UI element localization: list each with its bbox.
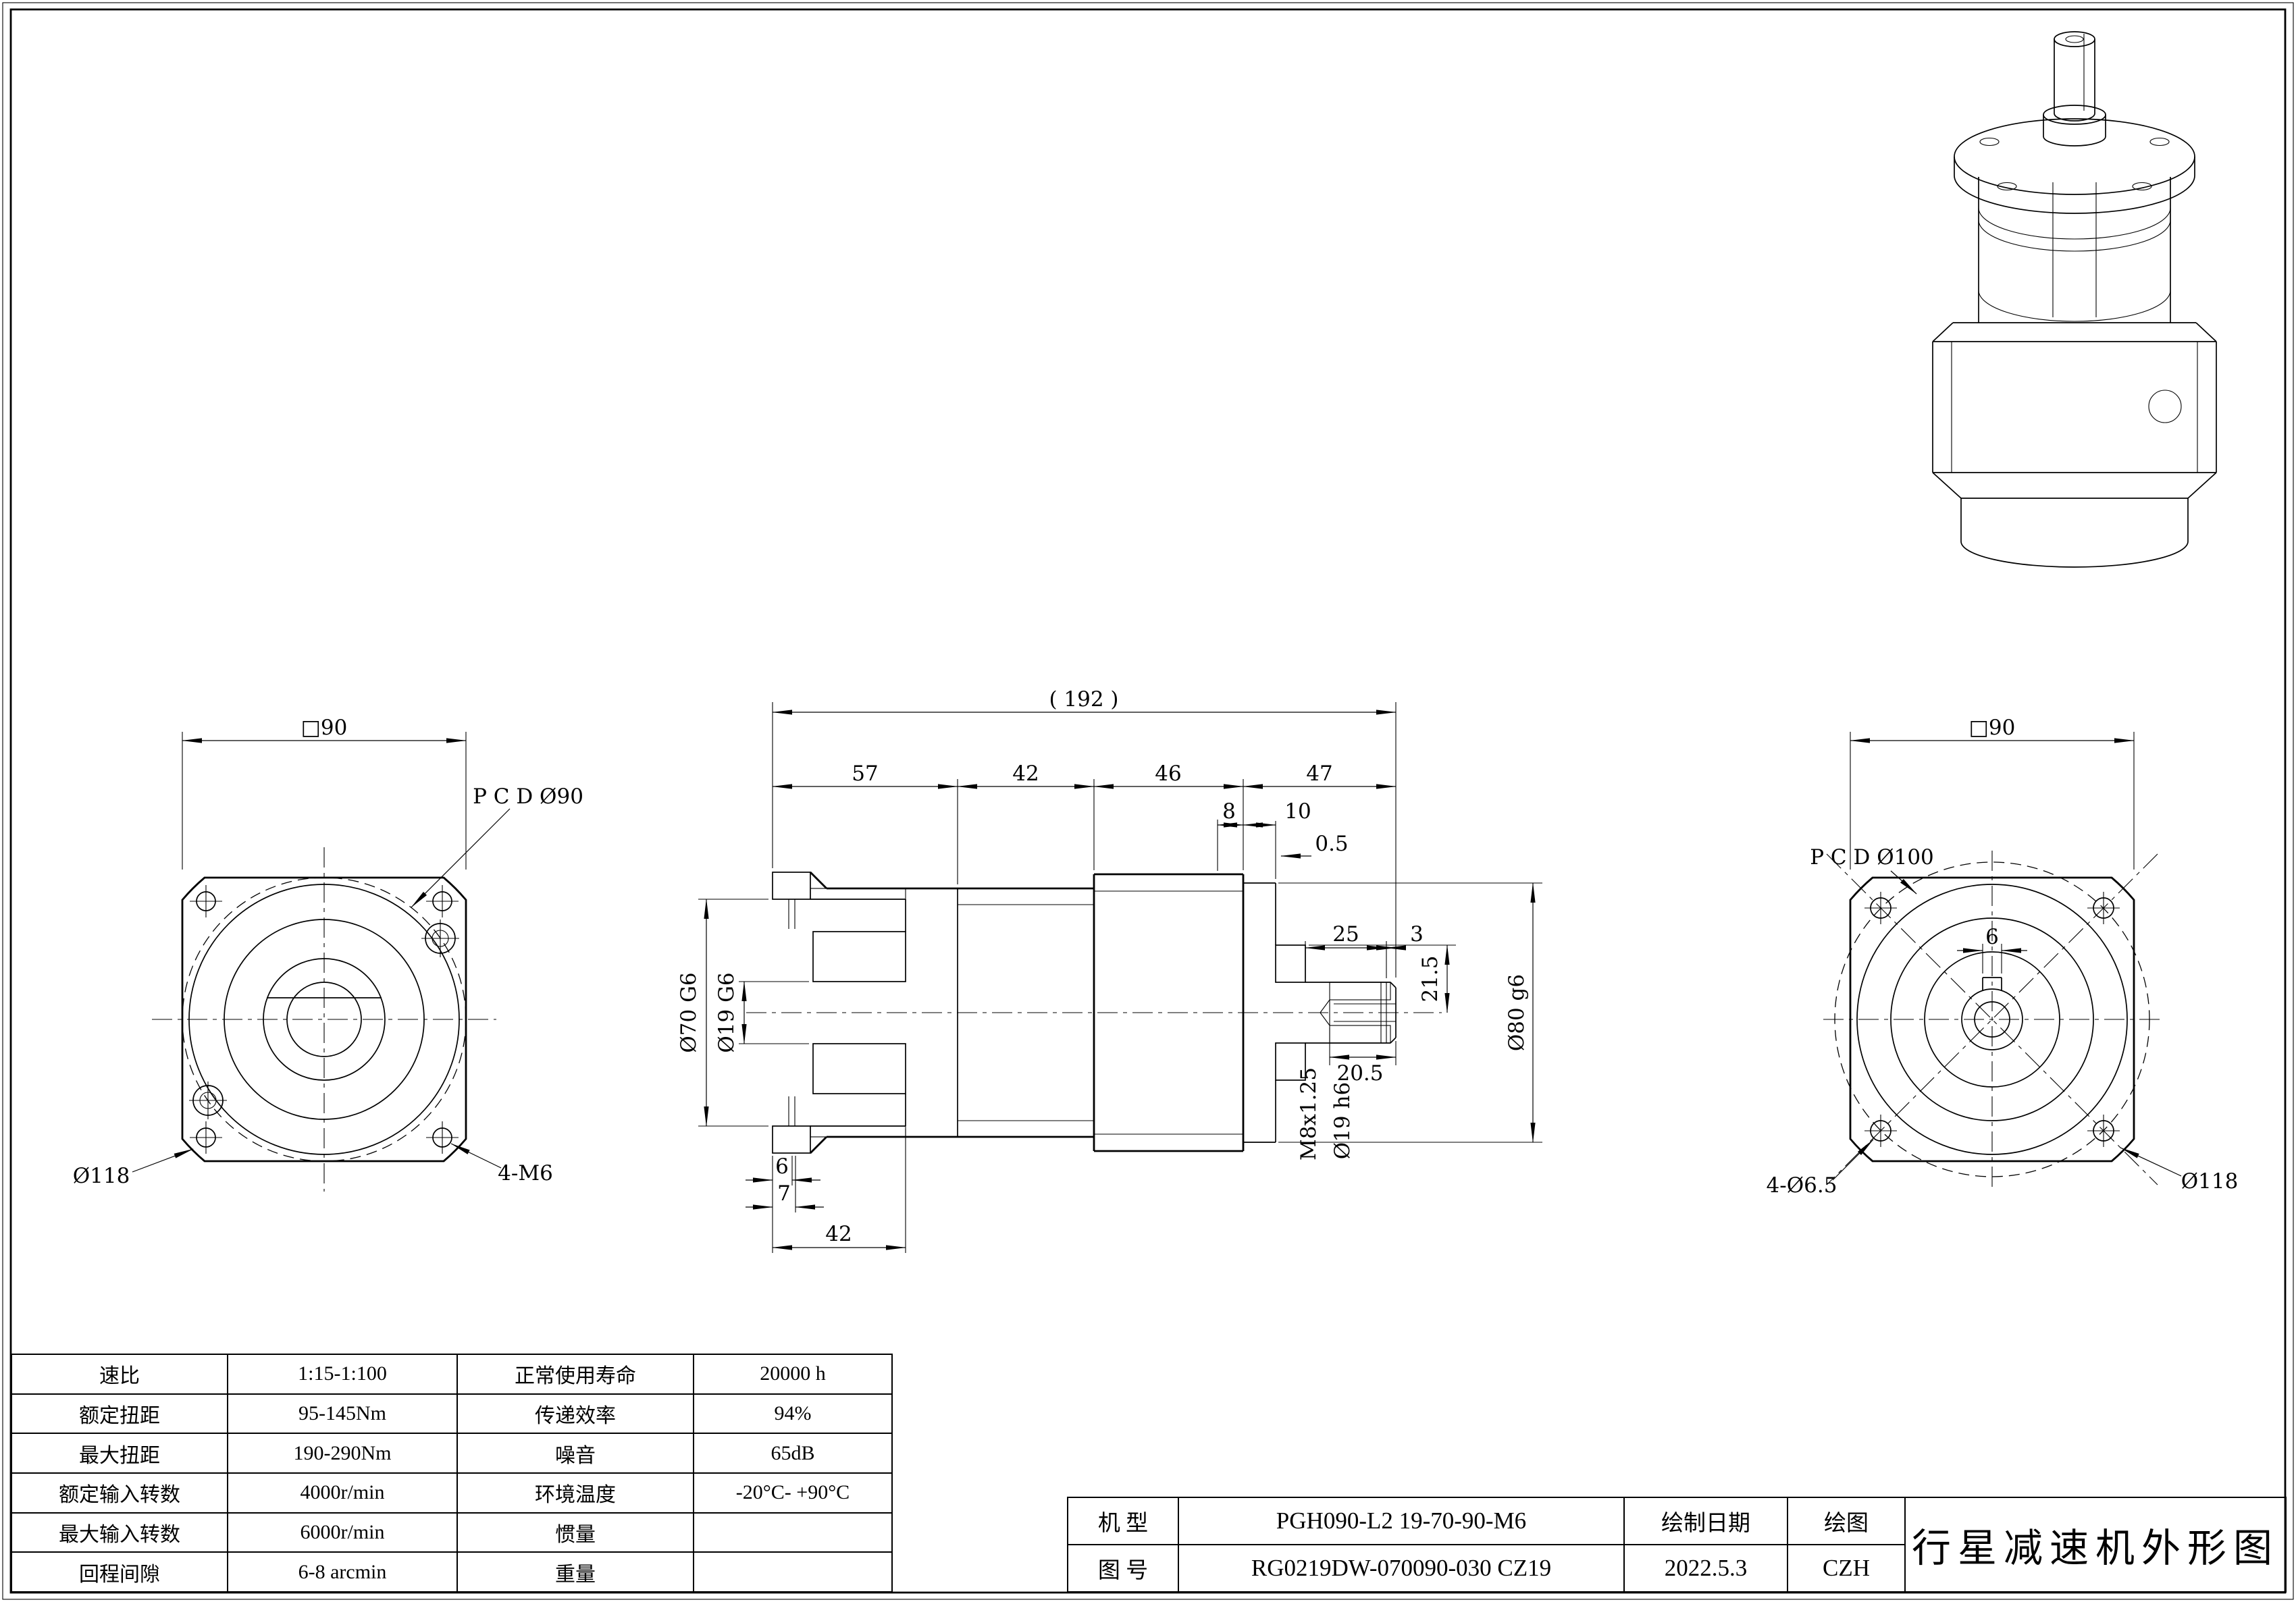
sec-dim-10: 10 (1284, 799, 1311, 824)
sec-dia-80: Ø80 g6 (1505, 974, 1529, 1051)
title-block: 机 型 PGH090-L2 19-70-90-M6 绘制日期 绘图 行星减速机外… (1067, 1497, 2287, 1593)
table-row: 图 号 RG0219DW-070090-030 CZ19 2022.5.3 CZ… (1067, 1544, 2286, 1593)
drawing-no-label: 图 号 (1067, 1544, 1179, 1593)
spec-label: 环境温度 (456, 1472, 694, 1514)
spec-value: 95-145Nm (227, 1393, 458, 1435)
spec-value: 6000r/min (227, 1512, 458, 1553)
date-label: 绘制日期 (1623, 1497, 1788, 1545)
model-label: 机 型 (1067, 1497, 1179, 1545)
rear-holes-label: 4-Ø6.5 (1767, 1173, 1837, 1198)
sec-dim-8: 8 (1222, 799, 1236, 824)
front-square-dim: □90 (301, 716, 348, 740)
drafter-value: CZH (1787, 1544, 1906, 1593)
sec-dim-57: 57 (852, 762, 878, 786)
sec-thread: M8x1.25 (1297, 1067, 1321, 1160)
drawing-title: 行星减速机外形图 (1904, 1497, 2287, 1593)
sec-dim-42: 42 (1012, 762, 1039, 786)
table-row: 额定扭距 95-145Nm 传递效率 94% (11, 1393, 893, 1435)
table-row: 机 型 PGH090-L2 19-70-90-M6 绘制日期 绘图 行星减速机外… (1067, 1497, 2287, 1593)
spec-table: 速比 1:15-1:100 正常使用寿命 20000 h 额定扭距 95-145… (11, 1354, 893, 1593)
front-outer-dia-label: Ø118 (73, 1164, 130, 1188)
sec-dia-19g6: Ø19 G6 (714, 972, 739, 1052)
rear-outer-dia-label: Ø118 (2181, 1169, 2239, 1194)
spec-value: 190-290Nm (227, 1433, 458, 1474)
drafter-label: 绘图 (1787, 1497, 1906, 1545)
sec-dim-6: 6 (775, 1154, 789, 1179)
spec-value: 65dB (693, 1433, 893, 1474)
sec-total-dim: ( 192 ) (1049, 687, 1118, 712)
spec-value: 4000r/min (227, 1472, 458, 1514)
rear-view: □90 P C D Ø100 6 4-Ø6.5 Ø118 (1767, 716, 2239, 1198)
sec-dim-05: 0.5 (1315, 832, 1348, 856)
spec-value (693, 1551, 893, 1593)
spec-label: 速比 (11, 1354, 228, 1395)
table-row: 最大扭距 190-290Nm 噪音 65dB (11, 1433, 893, 1474)
spec-label: 最大输入转数 (11, 1512, 228, 1553)
sec-dim-25: 25 (1332, 922, 1359, 946)
spec-label: 惯量 (456, 1512, 694, 1553)
spec-value (693, 1512, 893, 1553)
spec-label: 重量 (456, 1551, 694, 1593)
sec-dim-47: 47 (1306, 762, 1332, 786)
spec-label: 传递效率 (456, 1393, 694, 1435)
front-view: □90 P C D Ø90 Ø118 4-M6 (73, 716, 583, 1192)
spec-label: 噪音 (456, 1433, 694, 1474)
spec-value: -20°C- +90°C (693, 1472, 893, 1514)
spec-label: 回程间隙 (11, 1551, 228, 1593)
table-row: 额定输入转数 4000r/min 环境温度 -20°C- +90°C (11, 1472, 893, 1514)
table-row: 最大输入转数 6000r/min 惯量 (11, 1512, 893, 1553)
drawing-no-value: RG0219DW-070090-030 CZ19 (1178, 1544, 1625, 1593)
sec-dim-205: 20.5 (1336, 1061, 1383, 1086)
rear-key-dim: 6 (1985, 925, 1999, 949)
spec-label: 额定扭距 (11, 1393, 228, 1435)
spec-value: 6-8 arcmin (227, 1551, 458, 1593)
sec-depth-42: 42 (825, 1222, 852, 1246)
table-row: 速比 1:15-1:100 正常使用寿命 20000 h (11, 1354, 893, 1395)
spec-value: 1:15-1:100 (227, 1354, 458, 1395)
sec-dim-46: 46 (1155, 762, 1181, 786)
date-value: 2022.5.3 (1623, 1544, 1788, 1593)
spec-value: 20000 h (693, 1354, 893, 1395)
iso-view (1932, 31, 2217, 568)
model-value: PGH090-L2 19-70-90-M6 (1178, 1497, 1625, 1545)
front-holes-label: 4-M6 (498, 1161, 553, 1185)
table-row: 回程间隙 6-8 arcmin 重量 (11, 1551, 893, 1593)
spec-value: 94% (693, 1393, 893, 1435)
sec-dim-215: 21.5 (1418, 955, 1442, 1002)
sec-dim-7: 7 (777, 1181, 791, 1206)
front-pcd-label: P C D Ø90 (473, 784, 583, 809)
spec-label: 额定输入转数 (11, 1472, 228, 1514)
section-view: ( 192 ) 57 42 46 47 8 10 0.5 Ø70 G6 Ø19 … (677, 687, 1542, 1253)
rear-pcd-label: P C D Ø100 (1810, 845, 1934, 870)
sec-dia-70: Ø70 G6 (677, 972, 701, 1052)
sec-dia-19h6: Ø19 h6 (1330, 1082, 1355, 1159)
spec-label: 最大扭距 (11, 1433, 228, 1474)
sec-dim-3: 3 (1410, 922, 1424, 946)
spec-label: 正常使用寿命 (456, 1354, 694, 1395)
rear-square-dim: □90 (1969, 716, 2016, 740)
